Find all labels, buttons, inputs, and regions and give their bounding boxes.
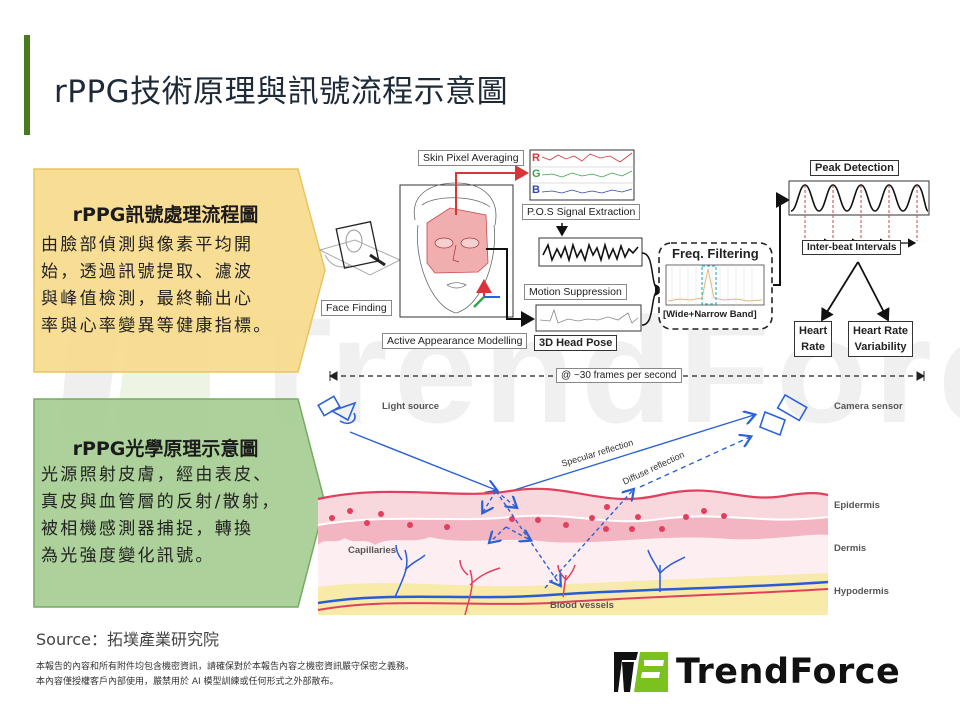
aam-label: Active Appearance Modelling bbox=[382, 333, 528, 349]
callout-title: rPPG光學原理示意圖 bbox=[72, 438, 259, 460]
capillaries-label: Capillaries bbox=[348, 545, 397, 556]
channel-g: G bbox=[532, 168, 541, 180]
skin-pixel-averaging-label: Skin Pixel Averaging bbox=[418, 150, 524, 166]
diagram-graphics bbox=[317, 149, 930, 615]
epidermis-label: Epidermis bbox=[834, 500, 880, 511]
callout-arrow-shape bbox=[33, 168, 326, 373]
light-source-label: Light source bbox=[382, 401, 440, 412]
motion-suppression-label: Motion Suppression bbox=[524, 284, 627, 300]
hrv-line: Heart Rate bbox=[853, 325, 909, 337]
optical-principle-callout: rPPG光學原理示意圖 光源照射皮膚，經由表皮、 真皮與血管層的反射/散射， 被… bbox=[33, 398, 326, 608]
frame-rate-label: @ ~30 frames per second bbox=[556, 368, 682, 383]
callout-line: 為光強度變化訊號。 bbox=[41, 546, 215, 566]
disclaimer-line: 本報告的內容和所有附件均包含機密資訊，請確保對於本報告內容之機密資訊嚴守保密之義… bbox=[36, 662, 415, 672]
callout-line: 光源照射皮膚，經由表皮、 bbox=[41, 465, 273, 485]
freq-filtering-label: Freq. Filtering bbox=[672, 246, 759, 261]
rppg-diagram: Face Finding Active Appearance Modelling… bbox=[310, 145, 950, 615]
callout-line: 由臉部偵測與像素平均開 bbox=[41, 235, 254, 255]
hrv-box: Heart Rate Variability bbox=[848, 321, 914, 357]
pos-signal-label: P.O.S Signal Extraction bbox=[522, 204, 641, 220]
disclaimer-line: 本內容僅授權客戶內部使用，嚴禁用於 AI 模型訓練或任何形式之外部散布。 bbox=[36, 677, 339, 687]
rgb-channel-labels: R G B bbox=[532, 150, 541, 198]
callout-line: 與峰值檢測，最終輸出心 bbox=[41, 289, 254, 309]
callout-line: 率與心率變異等健康指標。 bbox=[41, 316, 273, 336]
hrv-line: Variability bbox=[854, 341, 907, 353]
heart-rate-line: Rate bbox=[801, 341, 825, 353]
disclaimer: 本報告的內容和所有附件均包含機密資訊，請確保對於本報告內容之機密資訊嚴守保密之義… bbox=[36, 660, 414, 690]
inter-beat-intervals-label: Inter-beat Intervals bbox=[802, 240, 902, 255]
heart-rate-line: Heart bbox=[799, 325, 828, 337]
hypodermis-label: Hypodermis bbox=[834, 586, 889, 597]
face-finding-sketch bbox=[318, 220, 402, 276]
callout-arrow-shape bbox=[33, 398, 326, 608]
callout-line: 始，透過訊號提取、濾波 bbox=[41, 262, 254, 282]
callout-body: 由臉部偵測與像素平均開 始，透過訊號提取、濾波 與峰值檢測，最終輸出心 率與心率… bbox=[41, 232, 306, 340]
trendforce-logo: TrendForce bbox=[614, 648, 934, 696]
signal-flow-callout: rPPG訊號處理流程圖 由臉部偵測與像素平均開 始，透過訊號提取、濾波 與峰值檢… bbox=[33, 168, 326, 373]
page-title: rPPG技術原理與訊號流程示意圖 bbox=[54, 74, 509, 110]
callout-title: rPPG訊號處理流程圖 bbox=[72, 204, 259, 226]
camera-sensor-label: Camera sensor bbox=[834, 401, 903, 412]
logo-text: TrendForce bbox=[676, 652, 901, 692]
title-accent-bar bbox=[24, 35, 30, 135]
head-pose-label: 3D Head Pose bbox=[534, 335, 618, 351]
channel-b: B bbox=[532, 184, 540, 196]
trendforce-logo-icon bbox=[614, 652, 668, 692]
callout-line: 被相機感測器捕捉，轉換 bbox=[41, 519, 254, 539]
peak-detection-label: Peak Detection bbox=[810, 160, 899, 176]
blood-vessels-label: Blood vessels bbox=[550, 600, 614, 611]
camera-sensor-icon bbox=[759, 393, 808, 437]
source-citation: Source：拓墣產業研究院 bbox=[36, 630, 219, 649]
heart-rate-box: Heart Rate bbox=[794, 321, 833, 357]
band-label: [Wide+Narrow Band] bbox=[663, 309, 757, 320]
light-source-icon bbox=[317, 395, 357, 425]
callout-body: 光源照射皮膚，經由表皮、 真皮與血管層的反射/散射， 被相機感測器捕捉，轉換 為… bbox=[41, 462, 306, 570]
callout-line: 真皮與血管層的反射/散射， bbox=[41, 492, 281, 512]
channel-r: R bbox=[532, 152, 540, 164]
face-finding-label: Face Finding bbox=[321, 300, 392, 316]
dermis-label: Dermis bbox=[834, 543, 867, 554]
